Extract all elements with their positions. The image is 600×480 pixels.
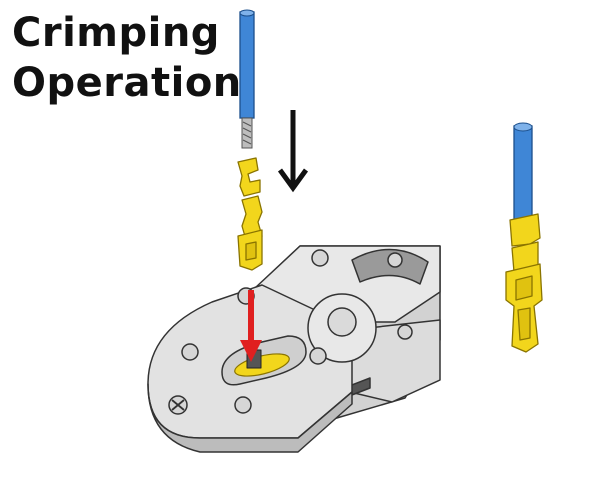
screw-2 [311,249,329,267]
screw-6 [234,396,252,414]
title-line-1: Crimping [12,10,220,56]
crimped-insulation-grip [509,213,541,247]
crimped-wire-end [513,122,533,132]
wire-insulation [239,11,255,119]
arrow-down-icon [277,110,309,193]
wire-end-cap [239,9,255,17]
crimped-terminal-assembly [505,122,543,353]
tool-pivot-inner [327,307,357,337]
crimped-contact [505,263,543,353]
terminal-insulation-grip [237,157,261,197]
terminal-contact-detail [245,241,257,261]
tool-screws [168,249,413,415]
crimping-tool [147,245,441,453]
tool-head-edge [147,383,353,453]
title-line-2: Operation [12,60,242,106]
wire-conductor [241,117,253,149]
crimped-contact-detail [515,275,533,341]
screw-5 [309,347,327,365]
terminal-loose [237,157,263,271]
screw-4 [181,343,199,361]
screw-3 [387,252,403,268]
screw-cross-mark [171,399,185,411]
screw-7 [397,324,413,340]
page-title: Crimping Operation [12,8,242,108]
crimped-wire-insulation [513,125,533,229]
tool-jaw-cavity [351,248,429,285]
wire-strands [242,121,252,145]
red-arrow-down-icon [240,290,262,362]
stripped-wire [239,9,255,149]
